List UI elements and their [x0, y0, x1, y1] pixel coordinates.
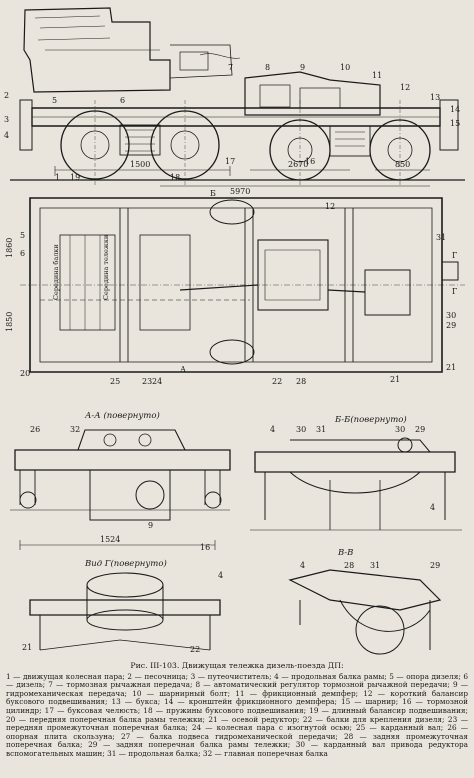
view-aa-dim-1524: 1524	[100, 535, 120, 544]
section-bb	[250, 437, 462, 531]
side-elevation	[10, 7, 465, 187]
view-aa-callout-26: 26	[30, 425, 40, 434]
view-g	[29, 572, 221, 651]
callout-plan-20: 20	[20, 369, 30, 378]
view-bb-callout-30b: 30	[395, 425, 405, 434]
callout-top-14: 14	[450, 105, 460, 114]
callout-top-17: 17	[225, 157, 235, 166]
callout-top-1: 1	[55, 173, 60, 182]
callout-top-8: 8	[265, 63, 270, 72]
view-aa-callout-9: 9	[148, 521, 153, 530]
view-vv-title: В-В	[337, 548, 353, 558]
section-vv	[288, 569, 442, 655]
plan-label-bogie-middle: Середина тележки	[102, 235, 110, 300]
view-g-callout-21: 21	[22, 643, 32, 652]
callout-top-4: 4	[4, 131, 9, 140]
view-bb-callout-4a: 4	[270, 425, 275, 434]
callout-plan-21b: 21	[446, 363, 456, 372]
callout-top-9: 9	[300, 63, 305, 72]
caption-body: 1 — движущая колесная пара; 2 — песочниц…	[6, 671, 468, 758]
section-mark-a-bottom: А	[180, 365, 186, 374]
plan-view	[20, 197, 465, 373]
callout-plan-24: 24	[152, 377, 162, 386]
callout-top-12: 12	[400, 83, 410, 92]
view-aa-title: А-А (повернуто)	[84, 410, 160, 421]
view-bb-callout-29: 29	[415, 425, 425, 434]
callout-plan-6: 6	[20, 249, 25, 258]
callout-plan-12: 12	[325, 202, 335, 211]
caption-title: Рис. III-103. Движущая тележка дизель-по…	[130, 661, 344, 670]
view-g-callout-22: 22	[190, 645, 200, 654]
view-vv-callout-4: 4	[300, 561, 305, 570]
callout-top-6: 6	[120, 96, 125, 105]
view-bb-callout-31: 31	[316, 425, 326, 434]
callout-top-11: 11	[372, 71, 382, 80]
callout-top-13: 13	[430, 93, 440, 102]
callout-top-2: 2	[4, 91, 9, 100]
callout-plan-22: 22	[272, 377, 282, 386]
callout-plan-23: 23	[142, 377, 152, 386]
callout-plan-28: 28	[296, 377, 306, 386]
callout-plan-29: 29	[446, 321, 456, 330]
callout-top-3: 3	[4, 115, 9, 124]
view-vv-callout-29: 29	[430, 561, 440, 570]
section-aa	[10, 429, 231, 550]
view-aa-callout-16: 16	[200, 543, 210, 552]
dim-2670: 2670	[288, 160, 308, 169]
view-vv-callout-28: 28	[344, 561, 354, 570]
section-mark-g-right-1: Г	[452, 251, 457, 260]
view-bb-callout-4b: 4	[430, 503, 435, 512]
callout-plan-25: 25	[110, 377, 120, 386]
callout-top-7: 7	[228, 63, 233, 72]
plan-dim-1860: 1860	[5, 238, 14, 258]
plan-label-beam-middle: Середина балки	[52, 244, 60, 300]
dim-850: 850	[395, 160, 410, 169]
callout-top-16: 16	[305, 157, 315, 166]
callout-plan-30: 30	[446, 311, 456, 320]
dim-5970: 5970	[230, 187, 250, 196]
callout-top-10: 10	[340, 63, 350, 72]
callout-top-19: 19	[70, 173, 80, 182]
view-g-title: Вид Г(повернуто)	[84, 558, 167, 569]
plan-dim-1850: 1850	[5, 312, 14, 332]
view-g-callout-4: 4	[218, 571, 223, 580]
section-mark-b-top: Б	[210, 189, 216, 198]
view-bb-callout-30a: 30	[296, 425, 306, 434]
view-bb-title: Б-Б(повернуто)	[334, 414, 407, 425]
callout-plan-5: 5	[20, 231, 25, 240]
dim-1500: 1500	[130, 160, 150, 169]
view-aa-callout-32: 32	[70, 425, 80, 434]
section-mark-g-right-2: Г	[452, 287, 457, 296]
callout-top-18: 18	[170, 173, 180, 182]
callout-top-5: 5	[52, 96, 57, 105]
callout-plan-31: 31	[436, 233, 446, 242]
callout-plan-21: 21	[390, 375, 400, 384]
figure-caption: Рис. III-103. Движущая тележка дизель-по…	[6, 661, 468, 759]
view-vv-callout-31: 31	[370, 561, 380, 570]
callout-top-15: 15	[450, 119, 460, 128]
